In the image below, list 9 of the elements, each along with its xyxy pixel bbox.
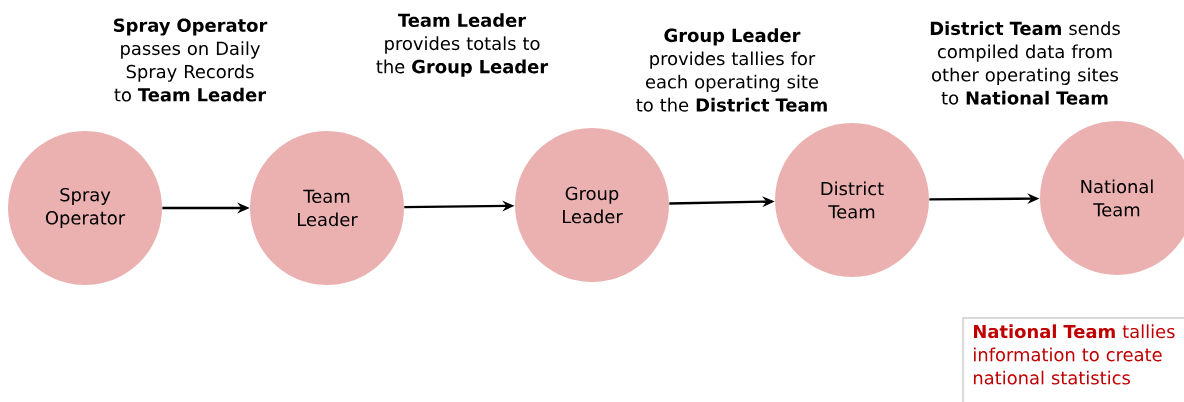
step-description: Team Leader provides totals to the Group Leader — [376, 13, 549, 77]
circle-node: District Team — [775, 123, 929, 277]
circle-node: Group Leader — [515, 128, 669, 282]
step-description: District Team sends compiled data from other operating sites to National Team — [930, 21, 1120, 105]
note-box: National Team tallies information to create national statistics — [962, 317, 1184, 402]
circle-node: Spray Operator — [8, 131, 162, 285]
circle-node: Team Leader — [250, 131, 404, 285]
step-description: Spray Operator passes on Daily Spray Records to Team Leader — [114, 18, 268, 102]
step-description: Group Leader provides tallies for each operating site to the District Team — [636, 28, 827, 112]
